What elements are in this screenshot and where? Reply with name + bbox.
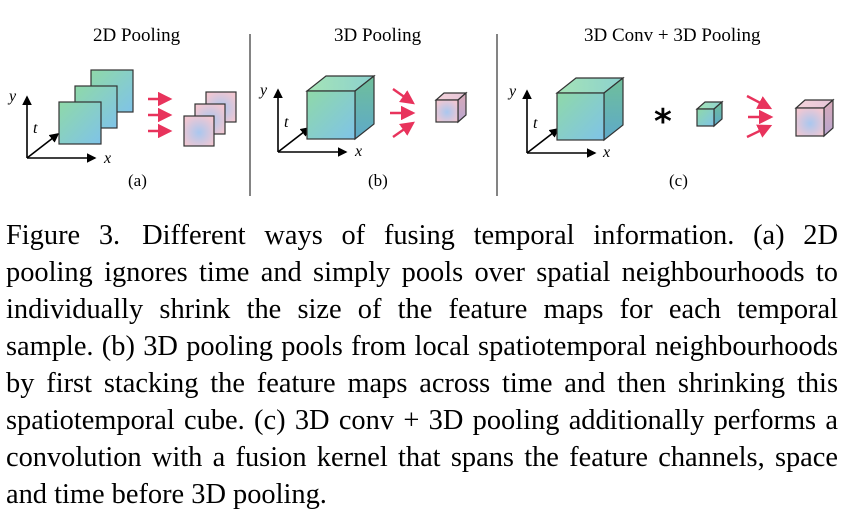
convolution-operator: * [654,102,672,142]
axes-a: y t x [7,88,111,167]
y-axis-label: y [7,88,17,105]
x-axis-label: x [602,144,610,161]
y-axis-label: y [507,83,517,100]
x-axis-label: x [103,150,111,167]
pooling-arrows-c [746,94,774,139]
output-cube-c [794,98,835,138]
figure-caption: Figure 3.Different ways of fusing tempor… [6,217,838,513]
figure-illustration: y t x y t x [7,34,835,196]
pooling-arrows-a [148,91,173,139]
panel-title-3d-pooling: 3D Pooling [334,25,422,46]
panel-label-b: (b) [368,171,388,190]
input-cube [305,74,376,141]
panel-label-a: (a) [128,171,147,190]
pooling-arrows-b [390,88,416,138]
fusion-kernel-cube [695,100,724,128]
t-axis-label: t [33,120,38,137]
x-axis-label: x [354,143,362,160]
panel-title-3d-conv-3d-pooling: 3D Conv + 3D Pooling [584,25,761,46]
y-axis-label: y [258,82,268,99]
panel-title-2d-pooling: 2D Pooling [93,25,181,46]
panel-label-c: (c) [669,171,688,190]
input-feature-maps-stack [58,69,134,145]
output-cube-b [434,91,468,124]
axes-b: y t x [258,82,362,160]
figure-3: y t x y t x [0,0,845,200]
t-axis-label: t [533,115,538,132]
t-axis-label: t [284,114,289,131]
output-feature-maps-stack [183,91,237,147]
caption-text: Different ways of fusing temporal inform… [6,220,839,510]
axes-c: y t x [507,83,610,161]
caption-label: Figure 3. [6,220,121,251]
input-cube-c [555,76,625,142]
